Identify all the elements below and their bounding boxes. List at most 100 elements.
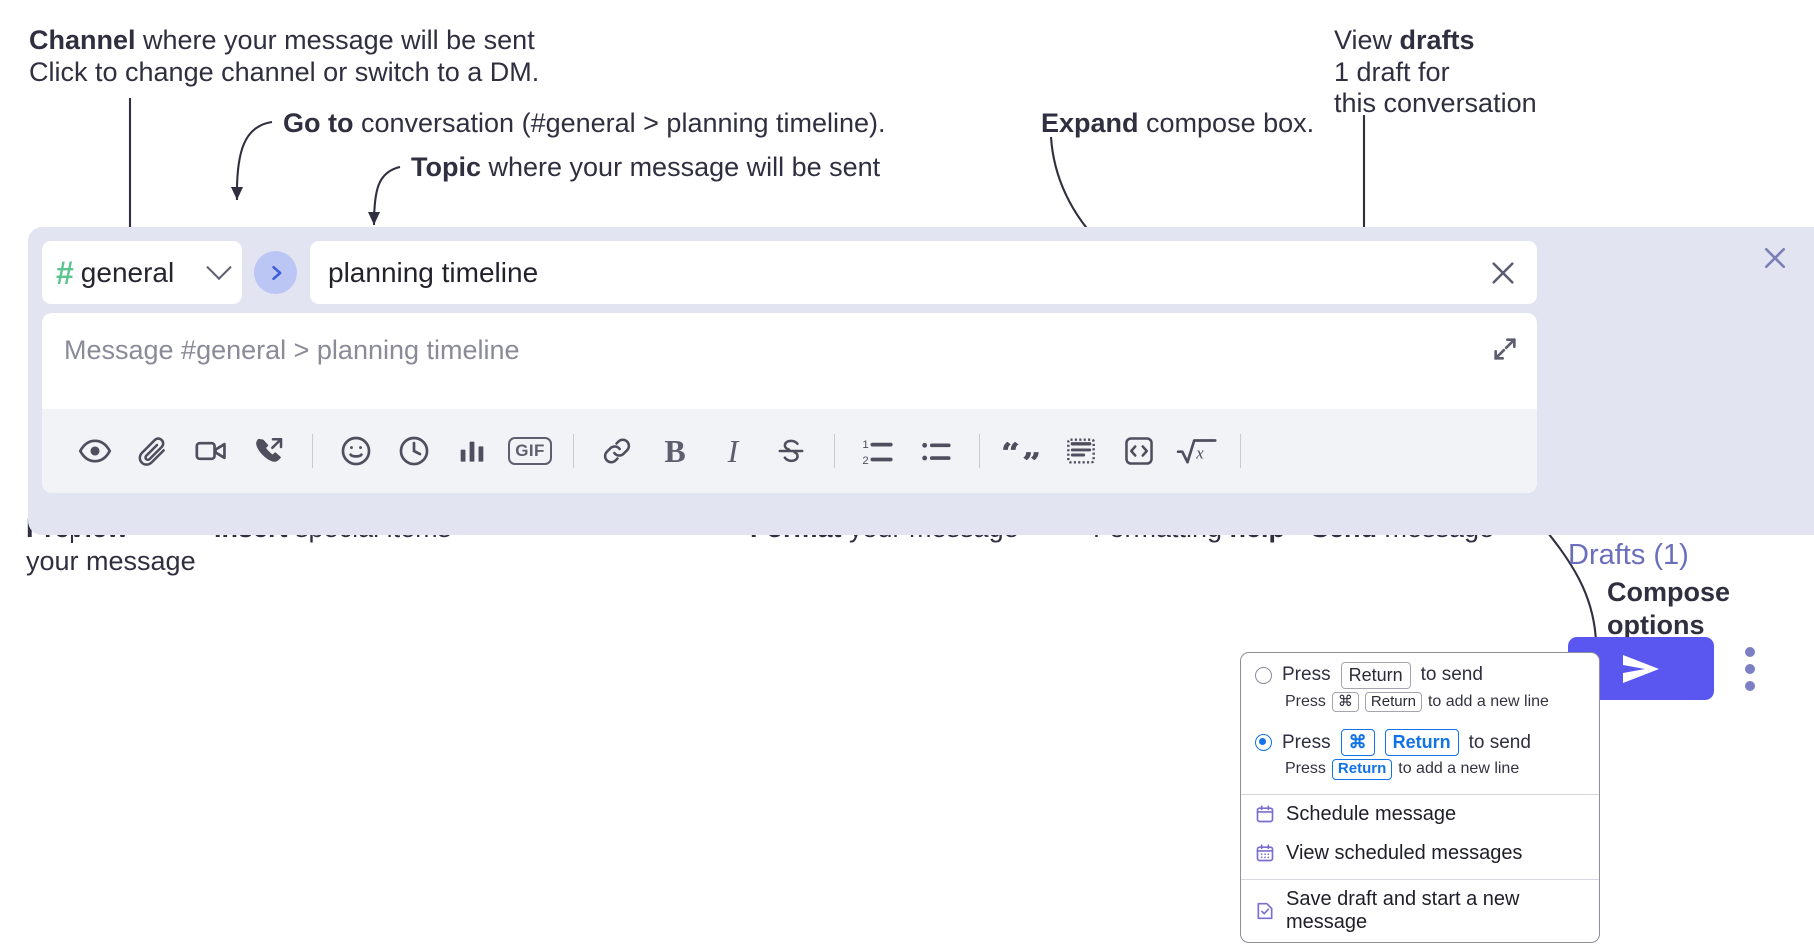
message-input[interactable]: Message #general > planning timeline bbox=[42, 313, 1537, 409]
compose-panel: Drafts (1) # general planning timeline bbox=[28, 227, 1814, 700]
bullet-list-button[interactable] bbox=[907, 422, 965, 480]
code-icon bbox=[1125, 437, 1153, 465]
strikethrough-icon bbox=[778, 439, 804, 463]
toolbar-separator-2 bbox=[573, 434, 574, 468]
more-vertical-icon-dot-1 bbox=[1745, 647, 1755, 657]
annotation-channel-sub: Click to change channel or switch to a D… bbox=[29, 57, 540, 87]
emoji-icon bbox=[341, 436, 371, 466]
ordered-list-icon: 1 2 bbox=[862, 439, 893, 467]
annotation-compose-options-bold1: Compose bbox=[1607, 577, 1731, 607]
code-block-button[interactable] bbox=[1052, 422, 1110, 480]
reminder-button[interactable] bbox=[385, 422, 443, 480]
more-vertical-icon-dot-2 bbox=[1745, 664, 1755, 674]
annotation-expand-bold: Expand bbox=[1041, 108, 1139, 138]
close-compose-button[interactable] bbox=[1760, 243, 1790, 278]
annotation-compose-options-1: Compose bbox=[1607, 574, 1730, 610]
annotation-expand: Expand compose box. bbox=[1041, 105, 1314, 141]
poll-icon bbox=[460, 441, 484, 462]
chevron-right-icon bbox=[271, 265, 281, 280]
send-paper-plane-icon bbox=[1623, 654, 1659, 683]
annotation-topic: Topic where your message will be sent bbox=[411, 149, 880, 185]
key-command: ⌘ bbox=[1331, 691, 1359, 713]
annotation-drafts-bold: drafts bbox=[1399, 25, 1475, 55]
emoji-button[interactable] bbox=[327, 422, 385, 480]
annotation-preview-sub: your message bbox=[26, 546, 196, 576]
topic-input[interactable]: planning timeline bbox=[310, 241, 1537, 304]
hash-icon: # bbox=[56, 254, 74, 291]
gif-button[interactable]: GIF bbox=[501, 422, 559, 480]
key-return-sub: Return bbox=[1364, 691, 1422, 713]
blockquote-icon bbox=[1003, 441, 1039, 461]
clear-topic-button[interactable] bbox=[1487, 257, 1519, 289]
bold-icon: B bbox=[664, 432, 686, 469]
expand-compose-button[interactable] bbox=[1491, 335, 1519, 363]
calendar-grid-icon bbox=[1256, 844, 1274, 862]
key-command-selected: ⌘ bbox=[1340, 729, 1375, 756]
preview-button[interactable] bbox=[66, 422, 124, 480]
clock-icon bbox=[399, 436, 429, 466]
compose-options-menu: Press Return to send Press ⌘ Return to a… bbox=[1240, 652, 1600, 943]
menu-item-view-scheduled-label: View scheduled messages bbox=[1286, 841, 1523, 864]
preview-icon bbox=[78, 439, 112, 463]
video-icon bbox=[195, 441, 226, 461]
radio-cmd-return-to-send[interactable] bbox=[1255, 734, 1272, 751]
more-vertical-icon-dot-3 bbox=[1745, 681, 1755, 691]
drafts-link[interactable]: Drafts (1) bbox=[1568, 539, 1689, 571]
ordered-list-button[interactable]: 1 2 bbox=[849, 422, 907, 480]
option-press-return-to-send[interactable]: Press Return to send bbox=[1241, 653, 1599, 691]
annotation-compose-options-bold2: options bbox=[1607, 610, 1705, 640]
option-2-tail: to send bbox=[1468, 731, 1531, 753]
annotation-drafts-sub1: 1 draft for bbox=[1334, 57, 1450, 87]
blockquote-button[interactable] bbox=[994, 422, 1052, 480]
annotation-goto-rest: conversation (#general > planning timeli… bbox=[353, 108, 886, 138]
document-check-icon bbox=[1257, 902, 1273, 919]
menu-item-schedule-message[interactable]: Schedule message bbox=[1241, 795, 1599, 834]
annotation-expand-rest: compose box. bbox=[1138, 108, 1315, 138]
formatting-help-button[interactable] bbox=[1255, 422, 1313, 480]
link-button[interactable] bbox=[588, 422, 646, 480]
menu-item-save-draft[interactable]: Save draft and start a new message bbox=[1241, 880, 1599, 942]
key-return-selected: Return bbox=[1384, 729, 1459, 756]
attachment-button[interactable] bbox=[124, 422, 182, 480]
bold-button[interactable]: B bbox=[646, 422, 704, 480]
toolbar-separator-5 bbox=[1240, 434, 1241, 468]
italic-icon: I bbox=[727, 432, 739, 469]
key-return-sub-2: Return bbox=[1331, 758, 1393, 780]
option-2-sub-press: Press bbox=[1285, 760, 1326, 778]
menu-item-view-scheduled[interactable]: View scheduled messages bbox=[1241, 834, 1599, 873]
compose-options-button[interactable] bbox=[1733, 640, 1767, 698]
toolbar-separator-4 bbox=[979, 434, 980, 468]
option-press-cmd-return-to-send[interactable]: Press ⌘ Return to send bbox=[1241, 720, 1599, 758]
call-forward-icon bbox=[256, 438, 283, 462]
annotation-drafts: View drafts bbox=[1334, 22, 1475, 58]
italic-button[interactable]: I bbox=[704, 422, 762, 480]
code-button[interactable] bbox=[1110, 422, 1168, 480]
chevron-down-icon bbox=[206, 254, 232, 280]
channel-selector[interactable]: # general bbox=[42, 241, 242, 304]
expand-icon bbox=[1494, 338, 1516, 360]
goto-conversation-button[interactable] bbox=[254, 251, 297, 294]
menu-item-save-draft-label: Save draft and start a new message bbox=[1286, 887, 1520, 933]
formatting-toolbar: GIF B I bbox=[42, 409, 1537, 493]
option-1-sub-tail: to add a new line bbox=[1427, 692, 1549, 710]
radio-return-to-send[interactable] bbox=[1255, 666, 1272, 684]
huddle-button[interactable] bbox=[240, 422, 298, 480]
message-box: Message #general > planning timeline bbox=[42, 313, 1537, 493]
message-placeholder: Message #general > planning timeline bbox=[64, 335, 520, 365]
poll-button[interactable] bbox=[443, 422, 501, 480]
option-1-sub-press: Press bbox=[1285, 692, 1326, 710]
close-icon bbox=[1492, 261, 1514, 284]
annotation-channel: Channel where your message will be sent bbox=[29, 22, 535, 58]
video-clip-button[interactable] bbox=[182, 422, 240, 480]
option-1-subtext: Press ⌘ Return to add a new line bbox=[1241, 691, 1599, 721]
math-button[interactable]: x bbox=[1168, 422, 1226, 480]
menu-divider-1 bbox=[1241, 793, 1599, 795]
link-icon bbox=[603, 438, 631, 464]
menu-item-schedule-message-label: Schedule message bbox=[1286, 802, 1457, 825]
annotation-goto: Go to conversation (#general > planning … bbox=[283, 105, 886, 141]
strikethrough-button[interactable] bbox=[762, 422, 820, 480]
calendar-icon bbox=[1256, 805, 1274, 823]
svg-text:1: 1 bbox=[862, 439, 868, 451]
toolbar-separator-3 bbox=[834, 434, 835, 468]
annotation-goto-bold: Go to bbox=[283, 108, 354, 138]
